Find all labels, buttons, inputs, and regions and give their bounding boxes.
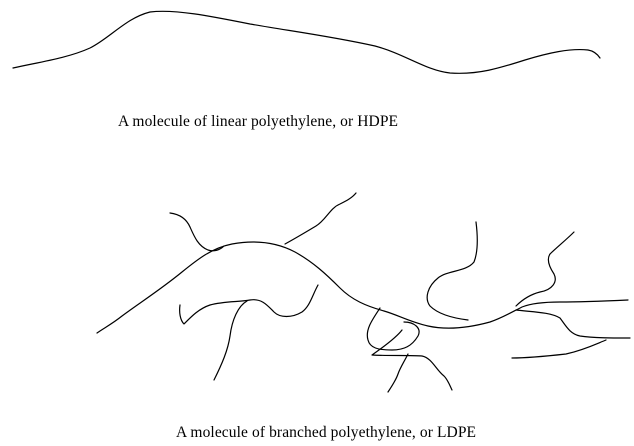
hdpe-main-chain xyxy=(13,11,600,73)
ldpe-branch-top-middle xyxy=(285,193,356,244)
ldpe-branch-lower-middle xyxy=(372,330,452,390)
ldpe-branch-bottom-right xyxy=(512,340,606,358)
ldpe-main-chain xyxy=(97,242,628,333)
branched-polyethylene-molecule xyxy=(97,193,630,392)
ldpe-branch-bottom xyxy=(388,354,408,392)
ldpe-branch-top-left xyxy=(170,213,224,251)
ldpe-branch-right-wavy xyxy=(516,232,574,306)
hdpe-caption: A molecule of linear polyethylene, or HD… xyxy=(118,113,398,131)
ldpe-branch-right-lower xyxy=(516,310,630,338)
ldpe-branch-hook xyxy=(180,285,318,324)
ldpe-branch-left-lower xyxy=(214,301,247,380)
ldpe-branch-hairpin xyxy=(427,222,477,320)
ldpe-caption: A molecule of branched polyethylene, or … xyxy=(176,424,476,442)
linear-polyethylene-molecule xyxy=(13,11,600,73)
